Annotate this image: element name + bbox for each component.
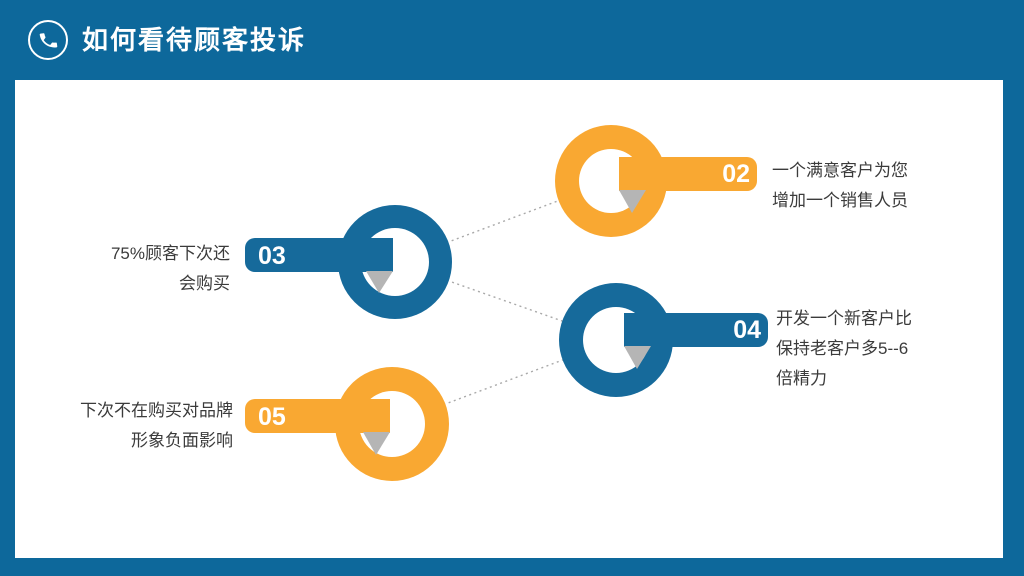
label-line: 倍精力 bbox=[776, 369, 827, 388]
label-line: 形象负面影响 bbox=[131, 431, 233, 450]
node-05-label: 下次不在购买对品牌 形象负面影响 bbox=[40, 396, 233, 456]
label-line: 75%顾客下次还 bbox=[110, 244, 230, 263]
node-03-label: 75%顾客下次还 会购买 bbox=[40, 239, 230, 299]
phone-handset-icon bbox=[39, 32, 57, 47]
label-line: 下次不在购买对品牌 bbox=[80, 401, 233, 420]
page-title: 如何看待顾客投诉 bbox=[82, 25, 307, 55]
label-line: 开发一个新客户比 bbox=[776, 309, 912, 328]
label-line: 保持老客户多5--6 bbox=[776, 339, 909, 358]
phone-icon bbox=[28, 20, 68, 60]
label-line: 会购买 bbox=[179, 274, 230, 293]
label-line: 增加一个销售人员 bbox=[772, 191, 908, 210]
node-02-label: 一个满意客户为您 增加一个销售人员 bbox=[772, 156, 908, 216]
node-04-label: 开发一个新客户比 保持老客户多5--6 倍精力 bbox=[776, 304, 912, 394]
slide-header: 如何看待顾客投诉 bbox=[0, 0, 1024, 80]
label-line: 一个满意客户为您 bbox=[772, 161, 908, 180]
